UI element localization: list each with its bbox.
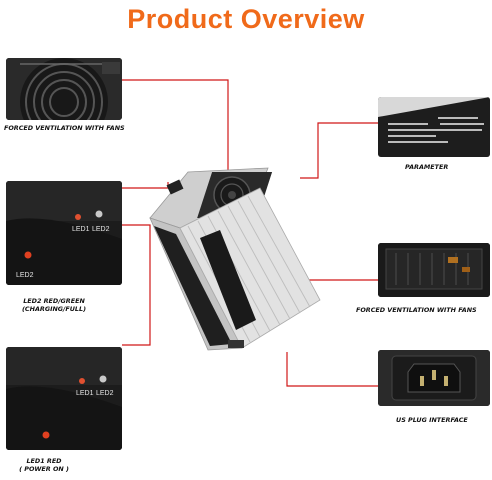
led1-indicator-icon	[75, 214, 81, 220]
led2-caption-line2: (CHARGING/FULL)	[22, 305, 86, 313]
led2-label: LED2	[92, 226, 110, 233]
fan-grille-icon	[6, 58, 122, 120]
side-vent-icon	[200, 230, 256, 330]
page-title: Product Overview	[127, 4, 365, 34]
led2-indicator-icon	[95, 210, 103, 218]
plug-caption: US PLUG INTERFACE	[396, 416, 468, 424]
charger-product-image	[149, 167, 321, 351]
fan-closeup-photo	[6, 58, 122, 120]
led1-power-indicator-icon	[79, 378, 85, 384]
output-cable-icon	[166, 179, 184, 195]
led2-caption: LED2 RED/GREEN (CHARGING/FULL)	[4, 297, 104, 313]
led2-label-lower: LED2	[16, 272, 34, 279]
led1-caption-line2: ( POWER ON )	[19, 465, 69, 473]
led2-secondary-indicator-icon	[99, 375, 107, 383]
led1-label: LED1	[72, 226, 90, 233]
led1-caption: LED1 RED ( POWER ON )	[4, 457, 84, 473]
us-plug-photo	[378, 350, 490, 406]
led1-label-power: LED1	[76, 390, 94, 397]
led2-caption-line1: LED2 RED/GREEN	[23, 297, 85, 305]
led2-closeup-photo: LED1 LED2 LED2	[6, 181, 122, 285]
fans-caption-right: FORCED VENTILATION WITH FANS	[356, 306, 477, 314]
side-fans-photo	[378, 243, 490, 297]
led2-label-power: LED2	[96, 390, 114, 397]
parameter-caption: PARAMETER	[405, 163, 449, 171]
parameter-label-photo	[378, 97, 490, 157]
led1-caption-line1: LED1 RED	[26, 457, 62, 465]
led1-closeup-photo: LED1 LED2	[6, 347, 122, 450]
ac-plug-stub-icon	[228, 340, 244, 348]
led1-lower-indicator-icon	[42, 431, 50, 439]
fans-caption-left: FORCED VENTILATION WITH FANS	[4, 124, 125, 132]
led2-lower-indicator-icon	[24, 251, 32, 259]
